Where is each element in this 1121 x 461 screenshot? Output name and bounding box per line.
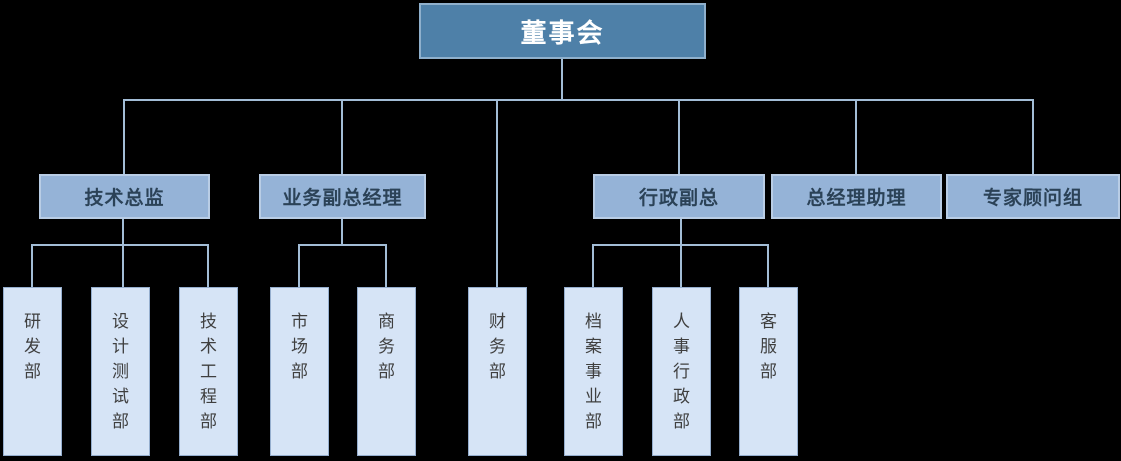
connector-root-stub <box>561 59 563 100</box>
connector-top-horizontal <box>123 99 1034 101</box>
connector-biz-horizontal <box>298 244 387 246</box>
node-rnd-dept-label: 研发部 <box>23 312 41 381</box>
connector-tech-stub <box>122 219 124 287</box>
connector-biz-stub <box>341 219 343 246</box>
node-design-testing-dept-label: 设计测试部 <box>111 312 129 431</box>
node-design-testing-dept[interactable]: 设计测试部 <box>91 287 150 456</box>
node-expert-advisory-group[interactable]: 专家顾问组 <box>946 174 1120 219</box>
node-commerce-dept-label: 商务部 <box>377 312 395 381</box>
node-tech-director[interactable]: 技术总监 <box>39 174 210 219</box>
node-hr-admin-dept[interactable]: 人事行政部 <box>652 287 711 456</box>
connector-drop-business-deputy <box>341 99 343 174</box>
connector-admin-stub <box>680 219 682 287</box>
node-archives-business-dept[interactable]: 档案事业部 <box>564 287 623 456</box>
node-marketing-dept-label: 市场部 <box>290 312 308 381</box>
node-marketing-dept[interactable]: 市场部 <box>270 287 329 456</box>
node-tech-director-label: 技术总监 <box>84 188 165 209</box>
connector-drop-tech-engineering <box>207 244 209 287</box>
connector-drop-marketing <box>298 244 300 287</box>
node-admin-deputy-label: 行政副总 <box>638 188 719 209</box>
node-finance-dept[interactable]: 财务部 <box>468 287 527 456</box>
node-hr-admin-dept-label: 人事行政部 <box>672 312 690 431</box>
node-customer-service-dept-label: 客服部 <box>759 312 777 381</box>
node-tech-engineering-dept-label: 技术工程部 <box>199 312 217 431</box>
node-tech-engineering-dept[interactable]: 技术工程部 <box>179 287 238 456</box>
node-expert-advisory-group-label: 专家顾问组 <box>982 188 1083 209</box>
connector-tech-horizontal <box>31 244 209 246</box>
connector-admin-horizontal <box>592 244 769 246</box>
node-business-deputy-gm[interactable]: 业务副总经理 <box>259 174 426 219</box>
connector-drop-commerce <box>385 244 387 287</box>
node-board-label: 董事会 <box>520 17 605 48</box>
connector-drop-tech-director <box>123 99 125 174</box>
node-commerce-dept[interactable]: 商务部 <box>357 287 416 456</box>
node-customer-service-dept[interactable]: 客服部 <box>739 287 798 456</box>
connector-drop-gm-assistant <box>855 99 857 174</box>
node-finance-dept-label: 财务部 <box>488 312 506 381</box>
node-rnd-dept[interactable]: 研发部 <box>3 287 62 456</box>
node-board[interactable]: 董事会 <box>419 3 706 59</box>
connector-drop-admin-deputy <box>678 99 680 174</box>
node-admin-deputy[interactable]: 行政副总 <box>593 174 765 219</box>
connector-drop-rnd <box>31 244 33 287</box>
node-gm-assistant-label: 总经理助理 <box>806 188 907 209</box>
connector-drop-expert-group <box>1032 99 1034 174</box>
node-gm-assistant[interactable]: 总经理助理 <box>771 174 942 219</box>
node-archives-business-dept-label: 档案事业部 <box>584 312 602 431</box>
connector-drop-archives <box>592 244 594 287</box>
connector-drop-customer-service <box>767 244 769 287</box>
connector-drop-finance <box>496 99 498 287</box>
node-business-deputy-gm-label: 业务副总经理 <box>282 188 403 209</box>
